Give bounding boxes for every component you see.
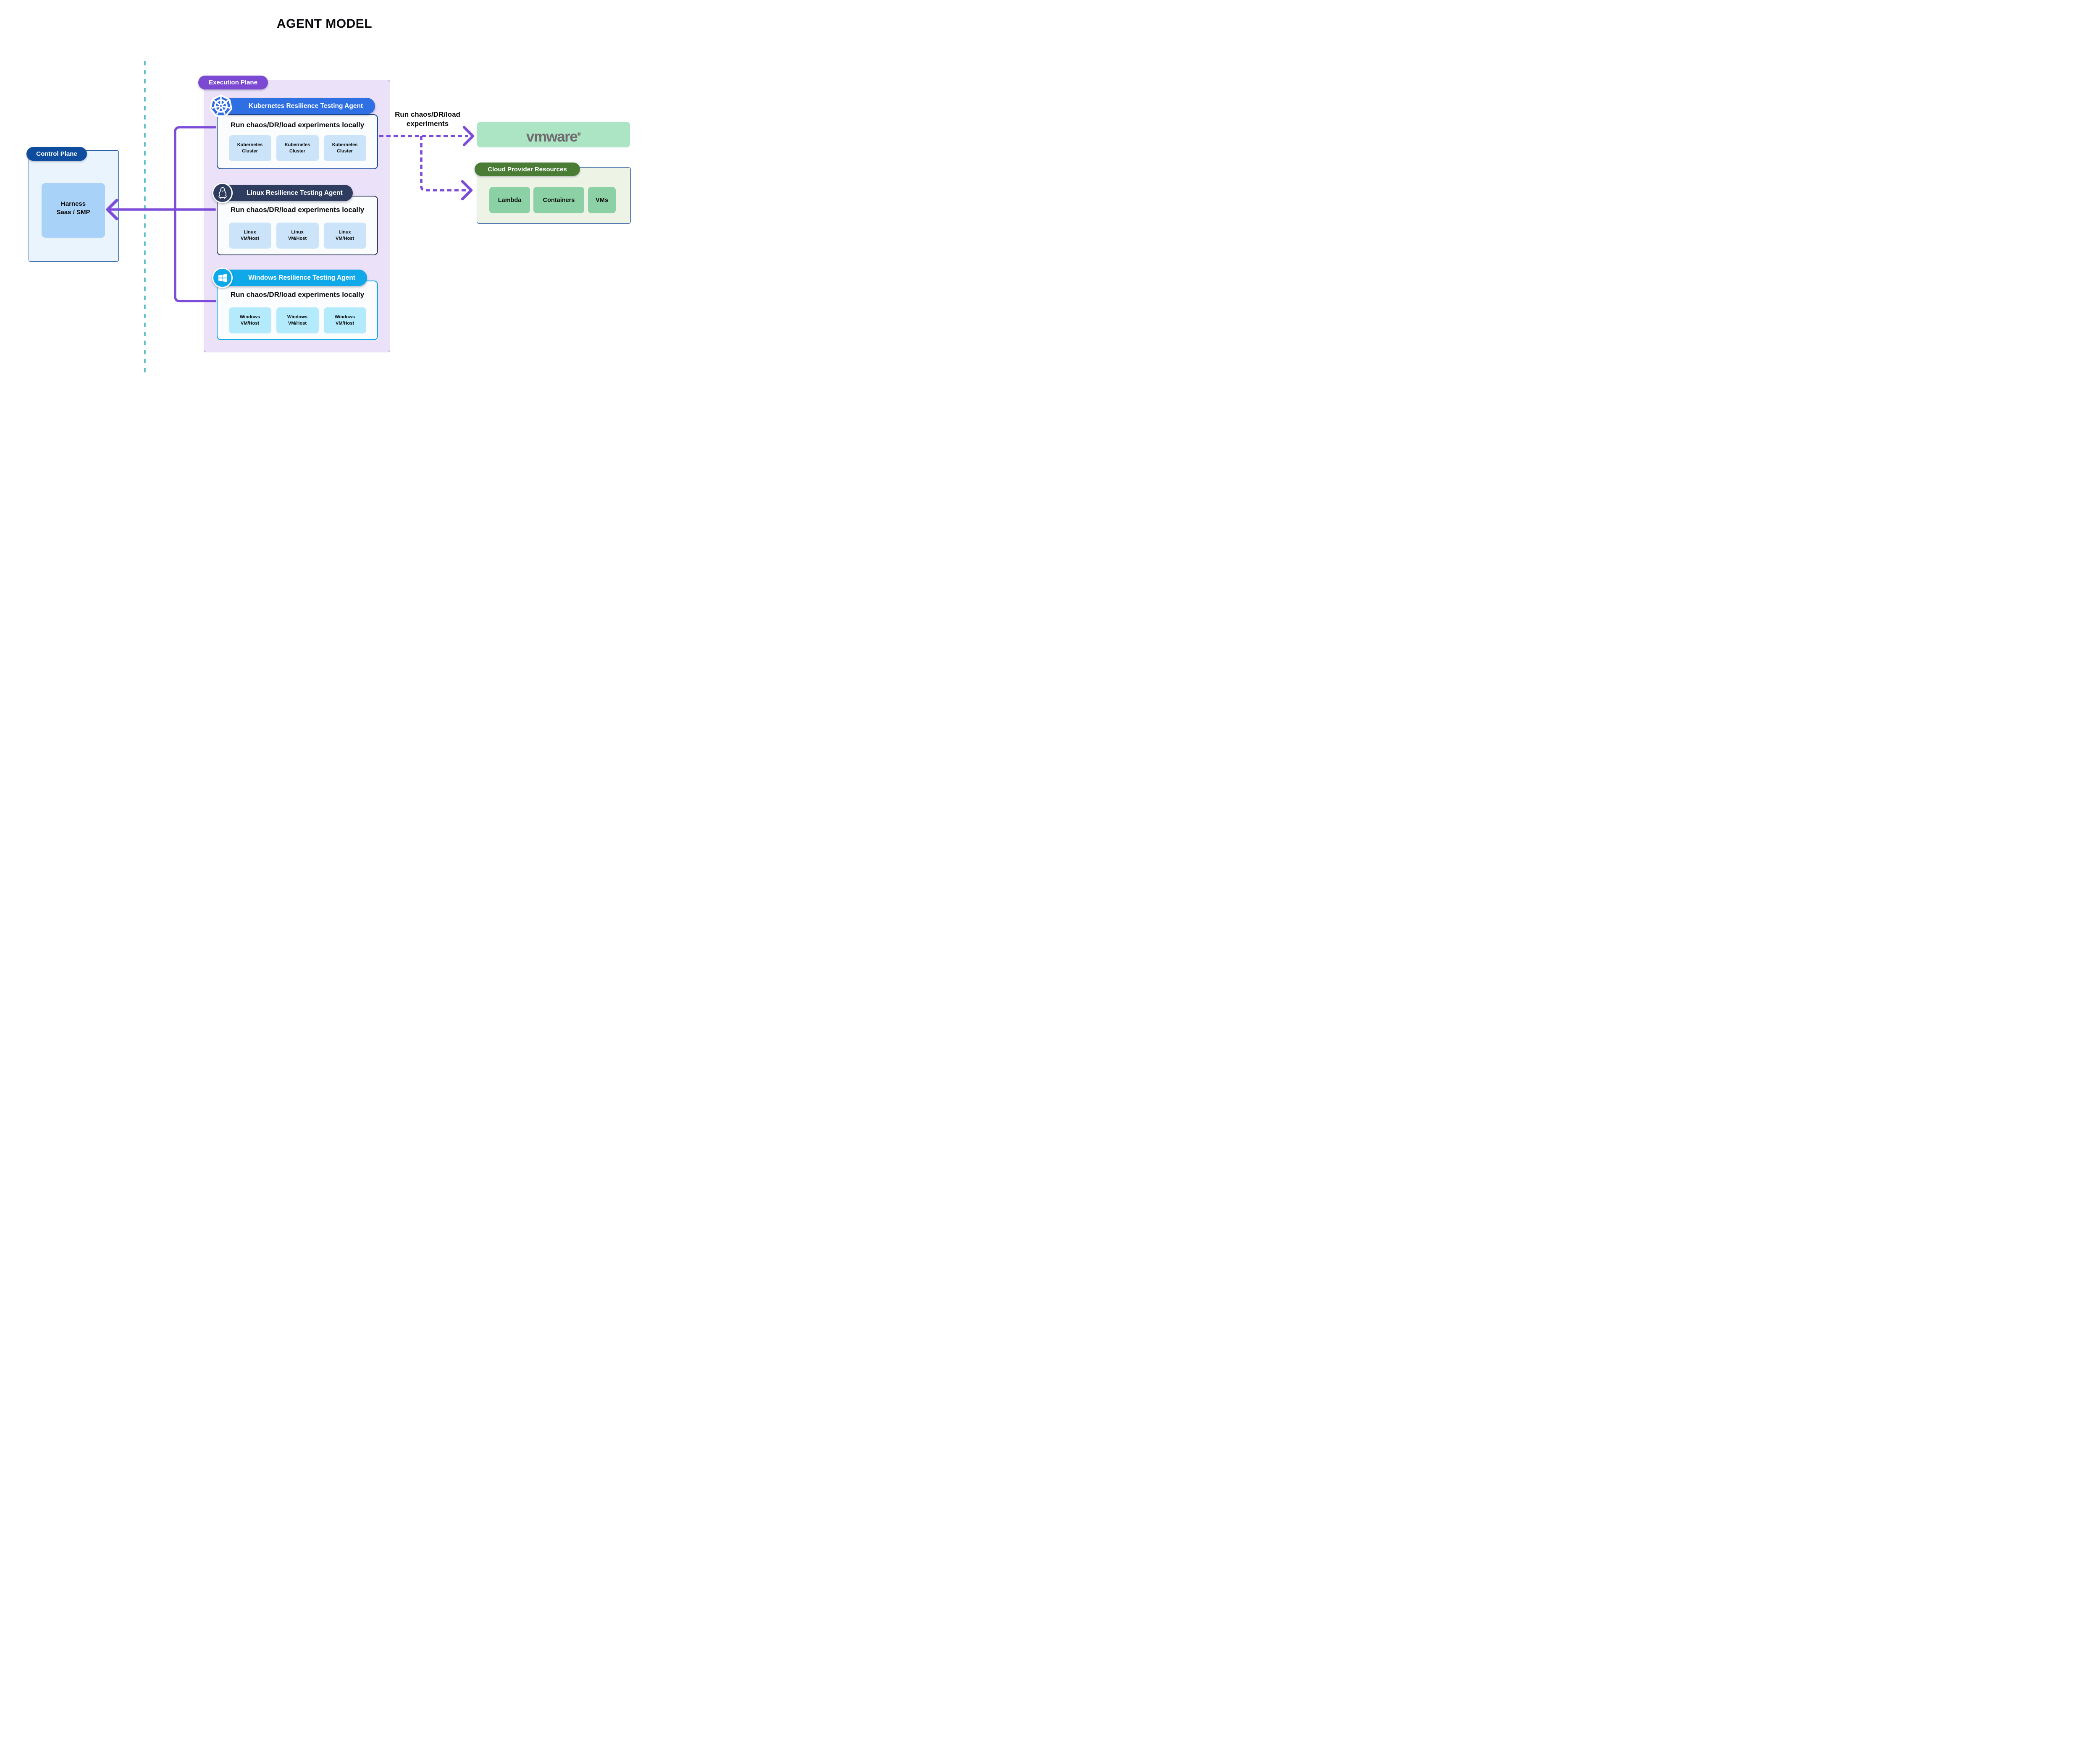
windows-vm-host-node: Windows VM/Host [228, 307, 271, 333]
agent-model-diagram: AGENT MODEL Control Plane Harness Saas /… [0, 0, 649, 384]
windows-vm-host-node: Windows VM/Host [276, 307, 319, 333]
linux-agent-title: Linux Resilience Testing Agent [247, 189, 343, 197]
node-label-line1: Windows [287, 315, 308, 320]
control-plane-label: Control Plane [26, 147, 87, 161]
linux-vm-host-node: Linux VM/Host [228, 223, 271, 249]
page-title: AGENT MODEL [276, 17, 373, 31]
arrowhead-right-cloud-icon [461, 180, 473, 201]
node-label-line2: VM/Host [288, 321, 307, 326]
windows-agent-desc: Run chaos/DR/load experiments locally [230, 291, 365, 299]
kubernetes-cluster-node: Kubernetes Cluster [228, 135, 271, 161]
vmware-logo: vmware® [526, 125, 581, 146]
harness-line2: Saas / SMP [56, 209, 90, 216]
experiments-label-line2: experiments [406, 120, 449, 128]
node-label-line1: Kubernetes [332, 142, 358, 147]
linux-node-row: Linux VM/Host Linux VM/Host Linux VM/Hos… [228, 223, 366, 249]
node-label-line2: Cluster [242, 149, 258, 154]
kubernetes-icon [209, 94, 233, 118]
linux-vm-host-node: Linux VM/Host [276, 223, 319, 249]
vmware-logo-ware: ware [546, 128, 578, 145]
kubernetes-agent-desc: Run chaos/DR/load experiments locally [230, 121, 365, 129]
vmware-logo-vm: vm [526, 128, 547, 145]
registered-mark: ® [577, 131, 581, 137]
node-label-line2: VM/Host [241, 321, 259, 326]
node-label-line2: Cluster [337, 149, 353, 154]
node-label-line2: VM/Host [336, 321, 354, 326]
arrowhead-right-vmware-icon [462, 126, 475, 147]
node-label-line1: Linux [339, 230, 351, 235]
containers-box: Containers [533, 187, 584, 213]
windows-icon [212, 267, 233, 288]
experiments-label-line1: Run chaos/DR/load [395, 110, 460, 118]
kubernetes-agent-title: Kubernetes Resilience Testing Agent [248, 102, 363, 110]
linux-agent-box: Run chaos/DR/load experiments locally Li… [217, 196, 378, 255]
experiments-to-cloud-dashed-line [420, 136, 466, 191]
kubernetes-node-row: Kubernetes Cluster Kubernetes Cluster Ku… [228, 135, 366, 161]
kubernetes-agent-box: Run chaos/DR/load experiments locally Ku… [217, 114, 378, 169]
windows-agent-box: Run chaos/DR/load experiments locally Wi… [217, 281, 378, 340]
node-label-line2: Cluster [289, 149, 305, 154]
linux-agent-pill: Linux Resilience Testing Agent [213, 185, 353, 201]
linux-agent-desc: Run chaos/DR/load experiments locally [230, 206, 365, 214]
windows-node-row: Windows VM/Host Windows VM/Host Windows … [228, 307, 366, 333]
cloud-provider-resources-label: Cloud Provider Resources [475, 163, 580, 176]
node-label-line2: VM/Host [336, 236, 354, 241]
kubernetes-cluster-node: Kubernetes Cluster [323, 135, 366, 161]
node-label-line1: Linux [291, 230, 304, 235]
node-label-line2: VM/Host [288, 236, 307, 241]
linux-vm-host-node: Linux VM/Host [323, 223, 366, 249]
kubernetes-agent-pill: Kubernetes Resilience Testing Agent [213, 98, 375, 114]
lambda-box: Lambda [489, 187, 530, 213]
node-label-line1: Windows [334, 315, 355, 320]
experiments-arrow-label: Run chaos/DR/load experiments [390, 110, 465, 128]
kubernetes-cluster-node: Kubernetes Cluster [276, 135, 319, 161]
node-label-line1: Linux [244, 230, 256, 235]
vmware-box: vmware® [477, 122, 630, 147]
harness-line1: Harness [60, 200, 86, 207]
node-label-line2: VM/Host [241, 236, 259, 241]
vms-box: VMs [588, 187, 616, 213]
windows-agent-pill: Windows Resilience Testing Agent [213, 270, 367, 286]
node-label-line1: Windows [239, 315, 260, 320]
windows-vm-host-node: Windows VM/Host [323, 307, 366, 333]
node-label-line1: Kubernetes [237, 142, 263, 147]
linux-icon [212, 183, 233, 203]
node-label-line1: Kubernetes [284, 142, 310, 147]
harness-saas-smp-box: Harness Saas / SMP [42, 183, 105, 238]
execution-plane-label: Execution Plane [198, 76, 268, 89]
windows-agent-title: Windows Resilience Testing Agent [248, 274, 355, 281]
